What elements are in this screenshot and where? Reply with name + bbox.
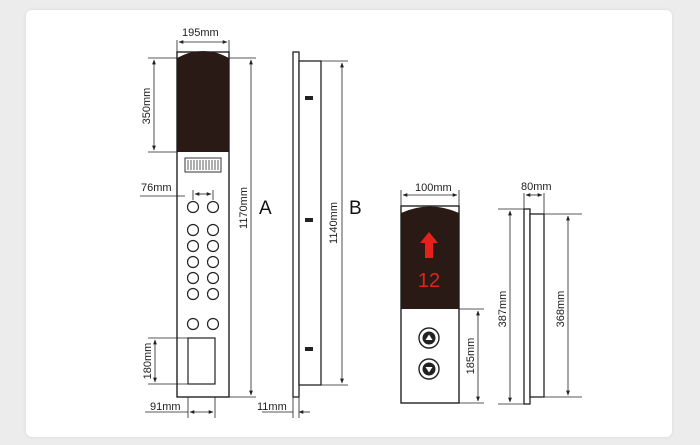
- panel-a-button: [186, 239, 200, 253]
- keyswitch-box: [187, 337, 216, 385]
- panel-a-button: [206, 271, 220, 285]
- panel-a-dimensions: [140, 40, 256, 418]
- panel-a-button: [186, 223, 200, 237]
- panel-a-button: [206, 239, 220, 253]
- panel-b-bracket: [305, 96, 313, 100]
- panel-a-button: [186, 271, 200, 285]
- hall-down-button-icon: [425, 367, 433, 373]
- hall-side: [523, 208, 545, 405]
- hall-panel-dimensions: [400, 190, 484, 404]
- hall-panel-button-section-label: 185mm: [465, 338, 477, 375]
- panel-b-height-label: 1140mm: [328, 202, 340, 244]
- diagram-card: [26, 10, 672, 437]
- hall-panel: 12: [400, 205, 460, 404]
- hall-side-faceplate: [523, 208, 531, 405]
- panel-a-button: [206, 255, 220, 269]
- panel-a-button: [206, 317, 220, 331]
- panel-a-button: [206, 200, 220, 214]
- hall-panel-width-label: 100mm: [415, 182, 452, 194]
- panel-a-button: [186, 287, 200, 301]
- panel-b-bracket: [305, 218, 313, 222]
- grille-slots: [187, 160, 219, 170]
- floor-number: 12: [418, 270, 440, 292]
- panel-b-dimensions: [262, 60, 348, 418]
- panel-a-display: [177, 51, 229, 152]
- panel-b: [292, 51, 322, 398]
- panel-a-button: [186, 317, 200, 331]
- hall-side-dimensions: [498, 193, 582, 405]
- panel-a-height-label: 1170mm: [238, 187, 250, 229]
- panel-a-display-height-label: 350mm: [141, 88, 153, 125]
- panel-a-buttons: [186, 200, 220, 331]
- panel-a-button: [186, 255, 200, 269]
- panel-a-button: [186, 200, 200, 214]
- hall-up-button-icon: [425, 334, 433, 340]
- up-arrow-icon: [420, 232, 438, 258]
- panel-a-keyswitch-height-label: 180mm: [142, 343, 154, 380]
- hall-side-box: [529, 213, 545, 398]
- panel-b-letter: B: [349, 198, 362, 219]
- panel-a-button: [206, 287, 220, 301]
- hall-side-total-height-label: 387mm: [497, 291, 509, 328]
- panel-b-box: [298, 60, 322, 386]
- panel-b-bracket: [305, 347, 313, 351]
- panel-a-bottom-offset-label: 91mm: [150, 401, 181, 413]
- panel-b-faceplate: [292, 51, 300, 398]
- panel-b-depth-label: 11mm: [257, 401, 287, 413]
- panel-a-button-spacing-label: 76mm: [141, 182, 172, 194]
- panel-a-width-label: 195mm: [182, 27, 219, 39]
- panel-a-button: [206, 223, 220, 237]
- panel-a-letter: A: [259, 198, 272, 219]
- hall-side-body-height-label: 368mm: [555, 291, 567, 328]
- hall-side-depth-label: 80mm: [521, 181, 552, 193]
- panel-a: [176, 51, 230, 398]
